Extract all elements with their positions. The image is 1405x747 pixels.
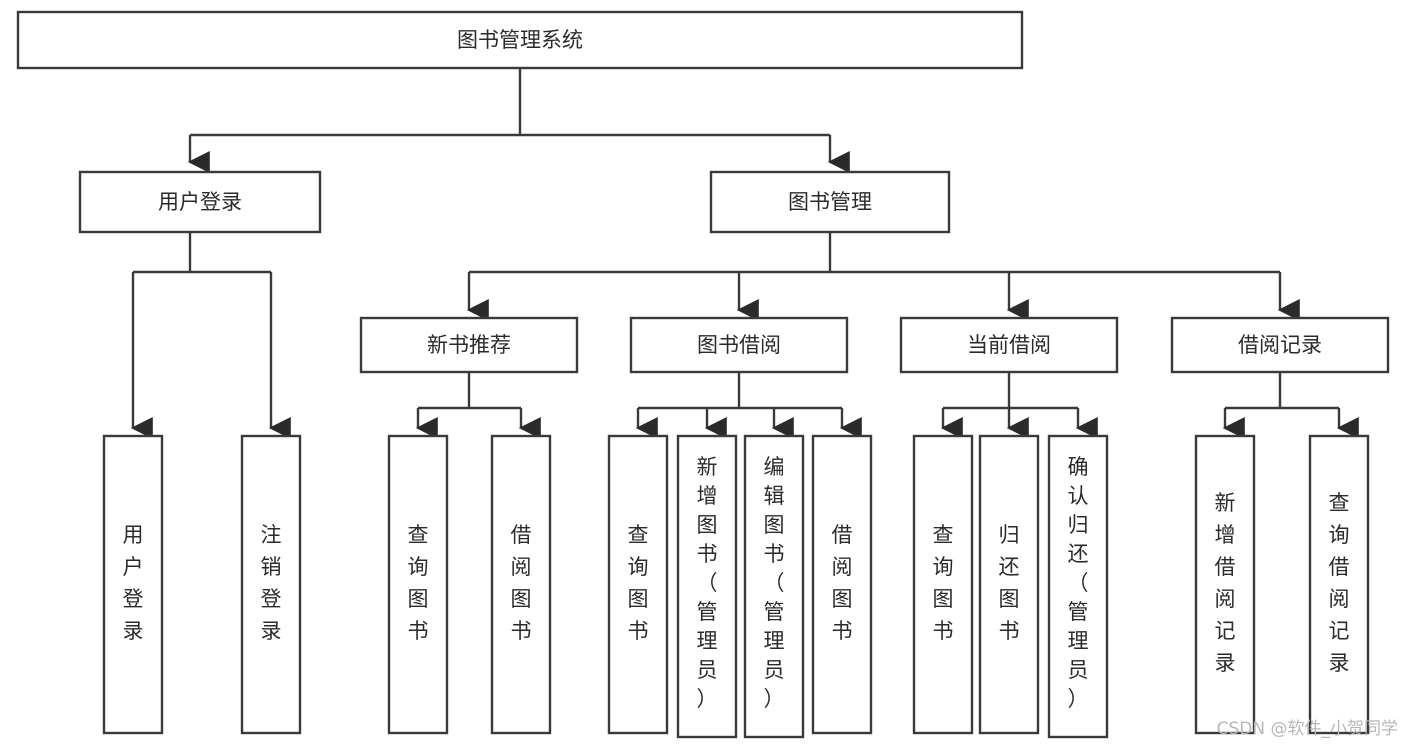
leaf-user-logout[interactable]: 注销登录 [240, 434, 302, 735]
node-root-box[interactable] [16, 10, 1024, 70]
leaf-borrow-book-1[interactable]: 借阅图书 [490, 434, 552, 735]
node-new-book-recommend-box[interactable] [359, 316, 579, 374]
leaf-borrow-book-1-box[interactable] [490, 434, 552, 735]
node-book-borrow[interactable]: 图书借阅 [629, 316, 849, 374]
node-new-book-recommend-label: 新书推荐 [427, 333, 511, 357]
leaf-query-book-2-box[interactable] [607, 434, 669, 735]
leaf-query-book-2[interactable]: 查询图书 [607, 434, 669, 735]
leaf-borrow-book-2-label: 借阅图书 [832, 523, 853, 643]
leaf-query-book-1-box[interactable] [387, 434, 449, 735]
node-book-management-label: 图书管理 [788, 190, 872, 214]
node-borrow-record-box[interactable] [1170, 316, 1390, 374]
leaf-query-book-3[interactable]: 查询图书 [912, 434, 974, 735]
leaf-add-record-box[interactable] [1194, 434, 1256, 735]
node-book-borrow-label: 图书借阅 [697, 333, 781, 357]
leaf-borrow-book-1-label: 借阅图书 [511, 523, 532, 643]
leaf-user-logout-label: 注销登录 [261, 523, 282, 643]
leaf-confirm-return-box[interactable] [1047, 434, 1109, 739]
leaf-user-logout-box[interactable] [240, 434, 302, 735]
node-current-borrow-box[interactable] [899, 316, 1119, 374]
leaf-edit-book-label: 编辑图书（管理员） [764, 455, 785, 711]
node-user-login-label: 用户登录 [158, 190, 242, 214]
leaf-confirm-return[interactable]: 确认归还（管理员） [1047, 434, 1109, 739]
leaf-query-book-3-box[interactable] [912, 434, 974, 735]
leaf-user-login-label: 用户登录 [123, 523, 144, 643]
node-borrow-record-label: 借阅记录 [1238, 333, 1322, 357]
leaf-user-login-box[interactable] [102, 434, 164, 735]
leaf-return-book-label: 归还图书 [999, 523, 1020, 643]
node-current-borrow[interactable]: 当前借阅 [899, 316, 1119, 374]
leaf-query-book-2-label: 查询图书 [628, 523, 649, 643]
leaf-return-book[interactable]: 归还图书 [978, 434, 1040, 735]
leaf-return-book-box[interactable] [978, 434, 1040, 735]
node-book-borrow-box[interactable] [629, 316, 849, 374]
node-root[interactable]: 图书管理系统 [16, 10, 1024, 70]
leaf-query-record-box[interactable] [1308, 434, 1370, 735]
leaf-add-record[interactable]: 新增借阅记录 [1194, 434, 1256, 735]
leaf-query-book-1[interactable]: 查询图书 [387, 434, 449, 735]
node-book-management[interactable]: 图书管理 [709, 170, 951, 234]
leaf-query-book-3-label: 查询图书 [933, 523, 954, 643]
node-book-management-box[interactable] [709, 170, 951, 234]
node-current-borrow-label: 当前借阅 [967, 333, 1051, 357]
node-borrow-record[interactable]: 借阅记录 [1170, 316, 1390, 374]
leaf-query-book-1-label: 查询图书 [408, 523, 429, 643]
leaf-borrow-book-2[interactable]: 借阅图书 [811, 434, 873, 735]
leaf-query-record-label: 查询借阅记录 [1329, 491, 1350, 675]
leaf-add-book[interactable]: 新增图书（管理员） [676, 434, 738, 739]
leaf-add-book-box[interactable] [676, 434, 738, 739]
leaf-edit-book[interactable]: 编辑图书（管理员） [743, 434, 805, 739]
leaf-add-book-label: 新增图书（管理员） [697, 455, 718, 711]
node-user-login-box[interactable] [78, 170, 322, 234]
csdn-watermark: CSDN @软件_小贺同学 [1217, 719, 1398, 739]
leaf-user-login[interactable]: 用户登录 [102, 434, 164, 735]
node-root-label: 图书管理系统 [457, 28, 583, 52]
leaf-edit-book-box[interactable] [743, 434, 805, 739]
leaf-add-record-label: 新增借阅记录 [1215, 491, 1236, 675]
leaf-borrow-book-2-box[interactable] [811, 434, 873, 735]
leaf-confirm-return-label: 确认归还（管理员） [1068, 455, 1089, 711]
node-new-book-recommend[interactable]: 新书推荐 [359, 316, 579, 374]
leaf-query-record[interactable]: 查询借阅记录 [1308, 434, 1370, 735]
node-user-login[interactable]: 用户登录 [78, 170, 322, 234]
edges-layer [130, 68, 1359, 439]
